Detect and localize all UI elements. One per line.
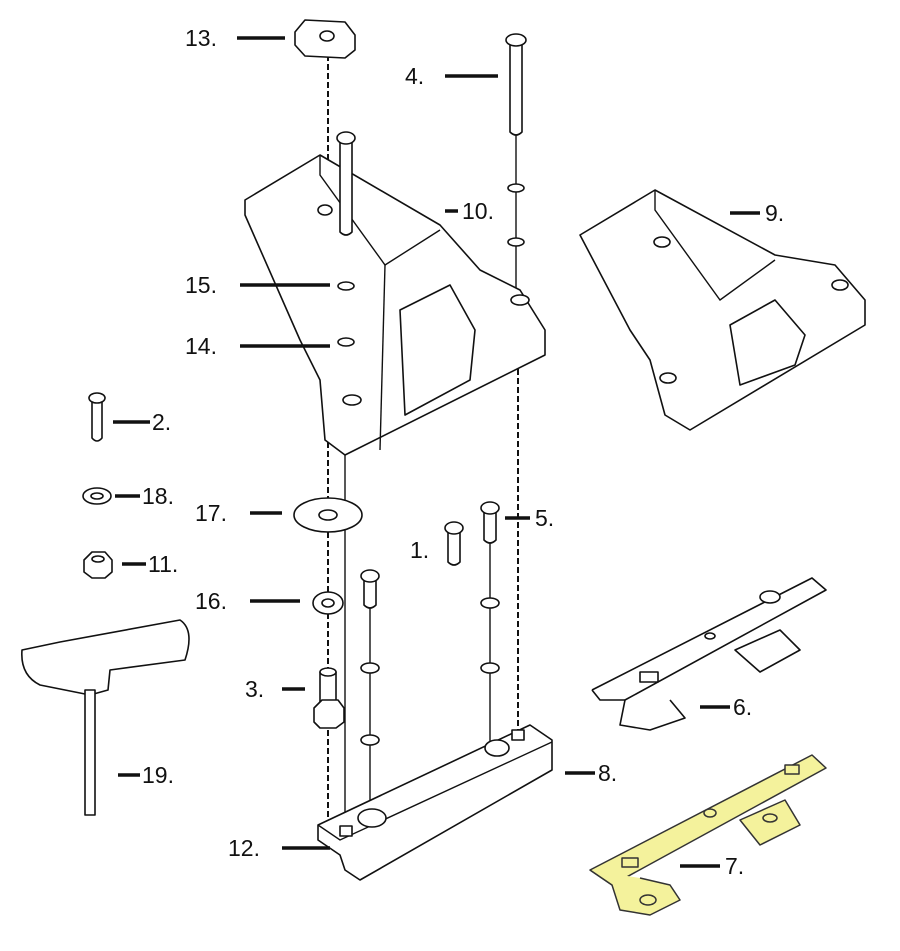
callout-10: 10. bbox=[462, 198, 494, 224]
part-10-mount-bracket bbox=[244, 131, 546, 456]
callout-8: 8. bbox=[598, 760, 617, 786]
part-8-slide-rail bbox=[317, 724, 553, 881]
callout-7: 7. bbox=[725, 853, 744, 879]
callout-6: 6. bbox=[733, 694, 752, 720]
callout-9: 9. bbox=[765, 200, 784, 226]
part-17-large-washer bbox=[293, 497, 363, 533]
part-18-washer bbox=[82, 487, 112, 505]
callout-11: 11. bbox=[148, 551, 178, 577]
part-4-long-bolt bbox=[505, 33, 527, 247]
part-2-bolt bbox=[88, 392, 106, 442]
callout-13: 13. bbox=[185, 25, 217, 51]
part-13-slot-nut bbox=[294, 19, 356, 59]
callout-19: 19. bbox=[142, 762, 174, 788]
part-16-lock-washer bbox=[312, 591, 344, 615]
callout-16: 16. bbox=[195, 588, 227, 614]
callout-4: 4. bbox=[405, 63, 424, 89]
part-9-mount-bracket bbox=[579, 189, 866, 431]
part-1-screw bbox=[444, 521, 464, 566]
part-11-hex-nut bbox=[83, 551, 113, 579]
callout-18: 18. bbox=[142, 483, 174, 509]
callout-14: 14. bbox=[185, 333, 217, 359]
part-5-screw bbox=[480, 501, 500, 674]
callout-1: 1. bbox=[410, 537, 429, 563]
callout-3: 3. bbox=[245, 676, 264, 702]
screw-assembly bbox=[360, 569, 380, 746]
callout-17: 17. bbox=[195, 500, 227, 526]
part-19-t-handle-wrench bbox=[21, 619, 190, 816]
callout-12: 12. bbox=[228, 835, 260, 861]
part-3-hex-bolt bbox=[313, 667, 345, 729]
callout-15: 15. bbox=[185, 272, 217, 298]
callout-2: 2. bbox=[152, 409, 171, 435]
part-7-mounting-plate-highlighted bbox=[589, 754, 827, 916]
callout-5: 5. bbox=[535, 505, 554, 531]
part-6-mounting-plate bbox=[591, 577, 827, 731]
leader-lines bbox=[113, 36, 760, 868]
